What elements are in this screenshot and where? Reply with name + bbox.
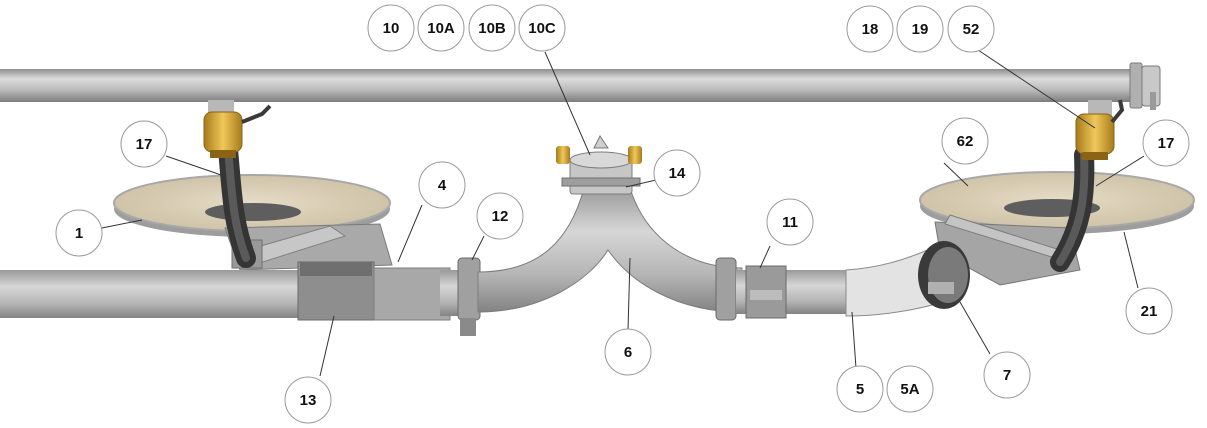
svg-text:5A: 5A	[900, 381, 919, 398]
callout-17-right: 17	[1142, 119, 1190, 167]
svg-text:10A: 10A	[427, 20, 455, 37]
svg-text:18: 18	[862, 21, 879, 38]
svg-text:10B: 10B	[478, 20, 506, 37]
svg-text:6: 6	[624, 344, 632, 361]
flange-7	[918, 241, 970, 309]
callout-17-left: 17	[120, 120, 168, 168]
svg-text:7: 7	[1003, 367, 1011, 384]
coupling-right-of-branch	[715, 257, 737, 321]
callout-19: 19	[896, 5, 944, 53]
callouts: 10 10A 10B 10C 18 19 52 17	[55, 4, 1190, 424]
svg-text:14: 14	[669, 165, 686, 182]
callout-14: 14	[653, 149, 701, 197]
callout-13: 13	[284, 376, 332, 424]
callout-10b: 10B	[468, 4, 516, 52]
svg-text:1: 1	[75, 225, 83, 242]
left-disc	[113, 174, 391, 237]
svg-text:52: 52	[963, 21, 980, 38]
svg-text:4: 4	[438, 177, 447, 194]
svg-text:11: 11	[782, 214, 798, 231]
callout-10: 10	[367, 4, 415, 52]
lower-right-pipe	[736, 247, 949, 319]
callout-21: 21	[1125, 287, 1173, 335]
left-hose-valve	[203, 100, 272, 268]
right-disc	[919, 171, 1195, 234]
svg-text:5: 5	[856, 381, 864, 398]
svg-text:10C: 10C	[528, 20, 556, 37]
callout-6: 6	[604, 328, 652, 376]
callout-5: 5	[836, 365, 884, 413]
callout-5a: 5A	[886, 365, 934, 413]
svg-text:62: 62	[957, 133, 974, 150]
callout-10a: 10A	[417, 4, 465, 52]
callout-1: 1	[55, 209, 103, 257]
callout-10c: 10C	[518, 4, 566, 52]
callout-18: 18	[846, 5, 894, 53]
svg-text:12: 12	[492, 208, 509, 225]
lower-left-pipe	[0, 261, 474, 321]
svg-text:17: 17	[1158, 135, 1175, 152]
upper-pipe	[0, 62, 1161, 110]
svg-text:10: 10	[383, 20, 400, 37]
callout-4: 4	[418, 161, 466, 209]
callout-11: 11	[766, 198, 814, 246]
svg-text:17: 17	[136, 136, 153, 153]
y-branch	[477, 135, 743, 313]
svg-text:21: 21	[1141, 303, 1158, 320]
svg-text:13: 13	[300, 392, 317, 409]
coupling-12	[457, 257, 481, 336]
callout-52: 52	[947, 5, 995, 53]
callout-7: 7	[983, 351, 1031, 399]
callout-12: 12	[476, 192, 524, 240]
leader-lines	[101, 49, 1145, 377]
svg-text:19: 19	[912, 21, 929, 38]
right-hose-valve	[1050, 99, 1125, 272]
callout-62: 62	[941, 117, 989, 165]
